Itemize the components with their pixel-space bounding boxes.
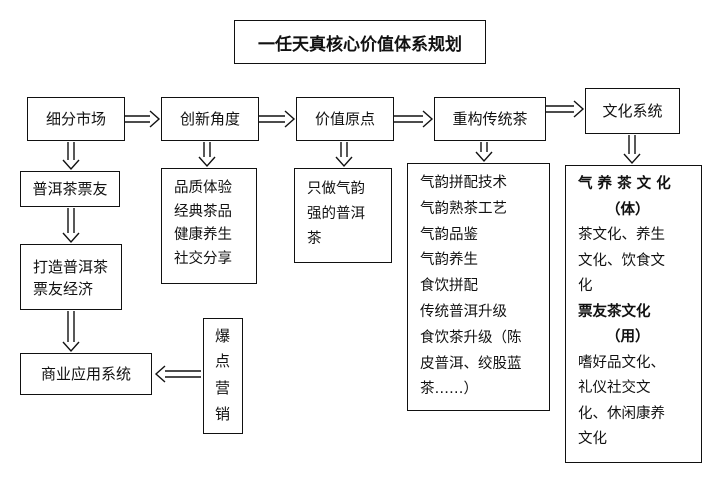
value-origin-line: 茶 <box>307 231 322 247</box>
value-origin-label: 价值原点 <box>314 110 375 128</box>
arrow-down-icon <box>475 142 493 163</box>
culture-section2-line: 礼仪社交文 <box>578 380 651 396</box>
reconstruct-item: 食饮茶升级（陈 <box>420 329 522 346</box>
culture-section1-line: 茶文化、养生 <box>578 227 665 243</box>
value-origin-line: 只做气韵 <box>307 181 365 197</box>
culture-section2-line: 文化 <box>578 431 607 447</box>
culture-section2-line: 化、休闲康养 <box>578 405 665 422</box>
value-origin-line: 强的普洱 <box>307 206 365 222</box>
baodian-char-3: 营 <box>215 379 231 397</box>
innovation-items-box: 品质体验 经典茶品 健康养生 社交分享 <box>161 168 257 284</box>
fan-economy-box: 打造普洱茶 票友经济 <box>20 244 122 310</box>
reconstruct-tea-box: 重构传统茶 <box>434 97 546 141</box>
baodian-char-1: 爆 <box>215 327 231 345</box>
culture-section2-title: 票友茶文化 <box>578 303 651 320</box>
explosive-marketing-box: 爆 点 营 销 <box>203 318 243 434</box>
reconstruct-item: 皮普洱、绞股蓝 <box>420 355 522 372</box>
reconstruct-item: 茶……） <box>420 381 478 398</box>
culture-section1-title: 气 养 茶 文 化 <box>578 176 671 192</box>
value-origin-box: 价值原点 <box>296 97 394 141</box>
innovation-item: 健康养生 <box>174 227 232 243</box>
reconstruct-tea-label: 重构传统茶 <box>452 110 528 128</box>
business-system-box: 商业应用系统 <box>20 353 152 395</box>
market-segment-label: 细分市场 <box>45 110 106 128</box>
reconstruct-item: 气韵熟茶工艺 <box>420 200 507 217</box>
culture-detail-box: 气 养 茶 文 化 （体） 茶文化、养生 文化、饮食文 化 票友茶文化 （用） … <box>565 165 702 463</box>
reconstruct-item: 气韵拼配技术 <box>420 175 507 191</box>
reconstruct-item: 气韵品鉴 <box>420 226 478 243</box>
arrow-right-icon <box>259 110 296 128</box>
arrow-down-icon <box>198 142 216 168</box>
arrow-down-icon <box>335 142 353 168</box>
innovation-angle-box: 创新角度 <box>161 97 259 141</box>
arrow-left-icon <box>154 365 201 383</box>
title-box: 一任天真核心价值体系规划 <box>234 20 486 64</box>
arrow-right-icon <box>394 110 434 128</box>
innovation-angle-label: 创新角度 <box>179 110 240 128</box>
reconstruct-item: 气韵养生 <box>420 252 478 269</box>
innovation-item: 品质体验 <box>174 180 232 196</box>
arrow-down-icon <box>62 208 80 244</box>
fan-economy-line-2: 票友经济 <box>33 280 94 298</box>
baodian-char-2: 点 <box>215 352 231 370</box>
culture-system-label: 文化系统 <box>602 102 663 120</box>
reconstruct-item: 食饮拼配 <box>420 278 478 295</box>
puer-fans-box: 普洱茶票友 <box>20 171 120 207</box>
culture-section1-sub: （体） <box>606 201 650 218</box>
arrow-right-icon <box>546 100 585 118</box>
puer-fans-label: 普洱茶票友 <box>32 180 108 198</box>
culture-section2-line: 嗜好品文化、 <box>578 354 665 371</box>
innovation-item: 社交分享 <box>174 250 232 267</box>
arrow-down-icon <box>62 142 80 171</box>
arrow-down-icon <box>623 135 641 165</box>
reconstruct-item: 传统普洱升级 <box>420 303 507 320</box>
arrow-right-icon <box>125 110 161 128</box>
market-segment-box: 细分市场 <box>27 97 125 141</box>
fan-economy-line-1: 打造普洱茶 <box>33 258 109 276</box>
culture-section1-line: 文化、饮食文 <box>578 252 665 269</box>
value-origin-detail-box: 只做气韵 强的普洱 茶 <box>294 168 392 263</box>
innovation-item: 经典茶品 <box>174 203 232 220</box>
baodian-char-4: 销 <box>215 405 231 423</box>
culture-section1-line: 化 <box>578 278 593 294</box>
business-system-label: 商业应用系统 <box>40 365 131 383</box>
arrow-down-icon <box>62 311 80 353</box>
reconstruct-items-box: 气韵拼配技术 气韵熟茶工艺 气韵品鉴 气韵养生 食饮拼配 传统普洱升级 食饮茶升… <box>407 163 550 411</box>
diagram-title: 一任天真核心价值体系规划 <box>258 34 462 55</box>
culture-system-box: 文化系统 <box>585 88 680 134</box>
culture-section2-sub: （用） <box>606 329 650 345</box>
